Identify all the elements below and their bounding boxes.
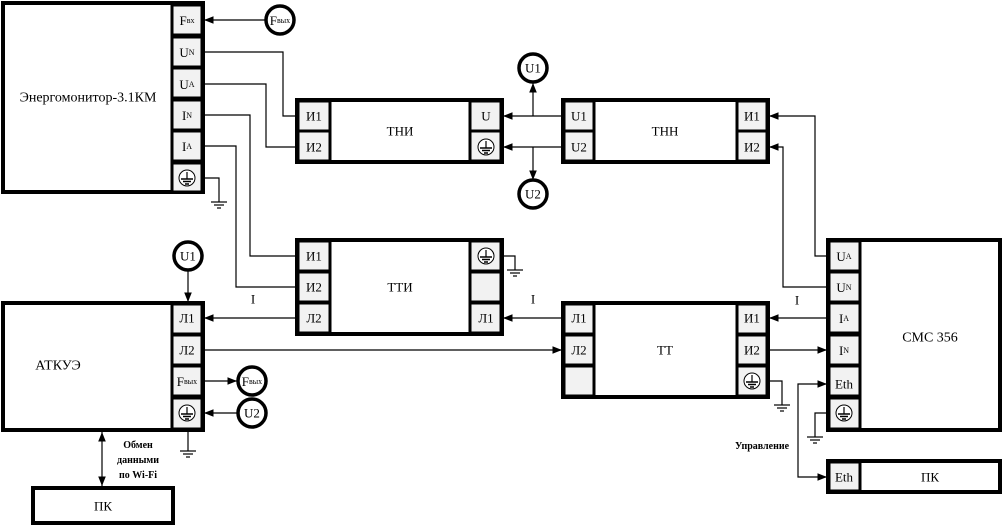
tti-title: ТТИ [387,280,412,295]
svg-text:И1: И1 [306,249,322,264]
svg-text:Fвых: Fвых [242,374,262,389]
thn-block: U1 U2 И1 И2 ТНН [561,98,770,164]
thi-title: ТНИ [387,124,414,139]
term-ua: UA [179,77,194,92]
svg-text:Л1: Л1 [478,311,493,326]
svg-text:Л1: Л1 [571,311,586,326]
pc-right-block: Eth ПК [826,459,1002,494]
svg-text:Л2: Л2 [179,343,194,358]
thn-title: ТНН [652,124,679,139]
svg-text:ПК: ПК [94,499,112,514]
svg-text:Eth: Eth [835,377,854,392]
energomonitor-title: Энергомонитор-3.1КМ [20,91,157,106]
svg-text:I: I [251,292,255,307]
svg-text:И1: И1 [306,109,322,124]
cmc356-block: UA UN IA IN Eth СМС 356 [826,238,1002,432]
pc-left-block: ПК [31,486,175,525]
atkue-title: АТКУЭ [35,359,80,374]
svg-text:U1: U1 [571,109,587,124]
svg-text:Eth: Eth [835,470,854,485]
ground-terminal-icon [477,138,495,156]
svg-text:UN: UN [836,280,851,295]
term-ia: IA [182,139,192,154]
svg-text:U2: U2 [571,140,587,155]
svg-text:U: U [481,109,491,124]
signal-fout-top [264,4,296,36]
earth-icon [806,436,824,444]
atkue-block: Л1 Л2 Fвых АТКУЭ [1,301,205,432]
term-un: UN [179,45,194,60]
signal-fout-bottom [236,365,268,397]
signal-u2-atkue [236,397,268,429]
ground-terminal-icon [178,169,196,187]
svg-text:Л2: Л2 [306,311,321,326]
svg-text:I: I [795,293,799,308]
svg-text:И1: И1 [744,109,760,124]
svg-text:данными: данными [117,455,159,466]
svg-text:И2: И2 [306,140,322,155]
svg-text:ПК: ПК [921,470,939,485]
svg-text:Л1: Л1 [179,311,194,326]
term-in: IN [182,108,192,123]
svg-text:U2: U2 [244,406,260,421]
ground-terminal-icon [835,404,853,422]
cmc-title: СМС 356 [902,331,958,346]
svg-text:И1: И1 [744,311,760,326]
svg-text:U2: U2 [525,187,541,202]
tt-title: ТТ [657,343,673,358]
svg-text:I: I [531,292,535,307]
ground-terminal-icon [743,372,761,390]
signal-u1 [517,52,549,84]
earth-icon [179,450,197,458]
svg-text:Fвых: Fвых [270,13,290,28]
svg-text:U1: U1 [180,249,196,264]
tti-block: И1 И2 Л2 Л1 ТТИ [295,238,504,336]
ground-terminal-icon [178,404,196,422]
svg-text:Обмен: Обмен [123,440,153,451]
svg-text:И2: И2 [744,343,760,358]
svg-text:Fвых: Fвых [177,374,197,389]
tt-block: Л1 Л2 И1 И2 ТТ [561,301,770,399]
earth-icon [506,269,524,277]
svg-text:И2: И2 [744,140,760,155]
signal-u2 [517,178,549,210]
svg-text:Л2: Л2 [571,343,586,358]
signal-u1-atkue [172,240,204,272]
svg-text:по Wi-Fi: по Wi-Fi [119,470,157,481]
svg-text:IA: IA [839,311,849,326]
ground-terminal-icon [477,247,495,265]
svg-text:И2: И2 [306,280,322,295]
thi-block: И1 И2 U ТНИ [295,98,504,164]
earth-icon [210,201,228,209]
svg-text:UA: UA [836,249,851,264]
term-f-in: Fвх [179,13,194,28]
control-label: Управление [735,441,790,452]
energomonitor-block: Энергомонитор-3.1КМ Fвх UN UA IN IA [1,1,205,194]
svg-text:U1: U1 [525,61,541,76]
svg-text:IN: IN [839,343,849,358]
earth-icon [773,404,791,412]
